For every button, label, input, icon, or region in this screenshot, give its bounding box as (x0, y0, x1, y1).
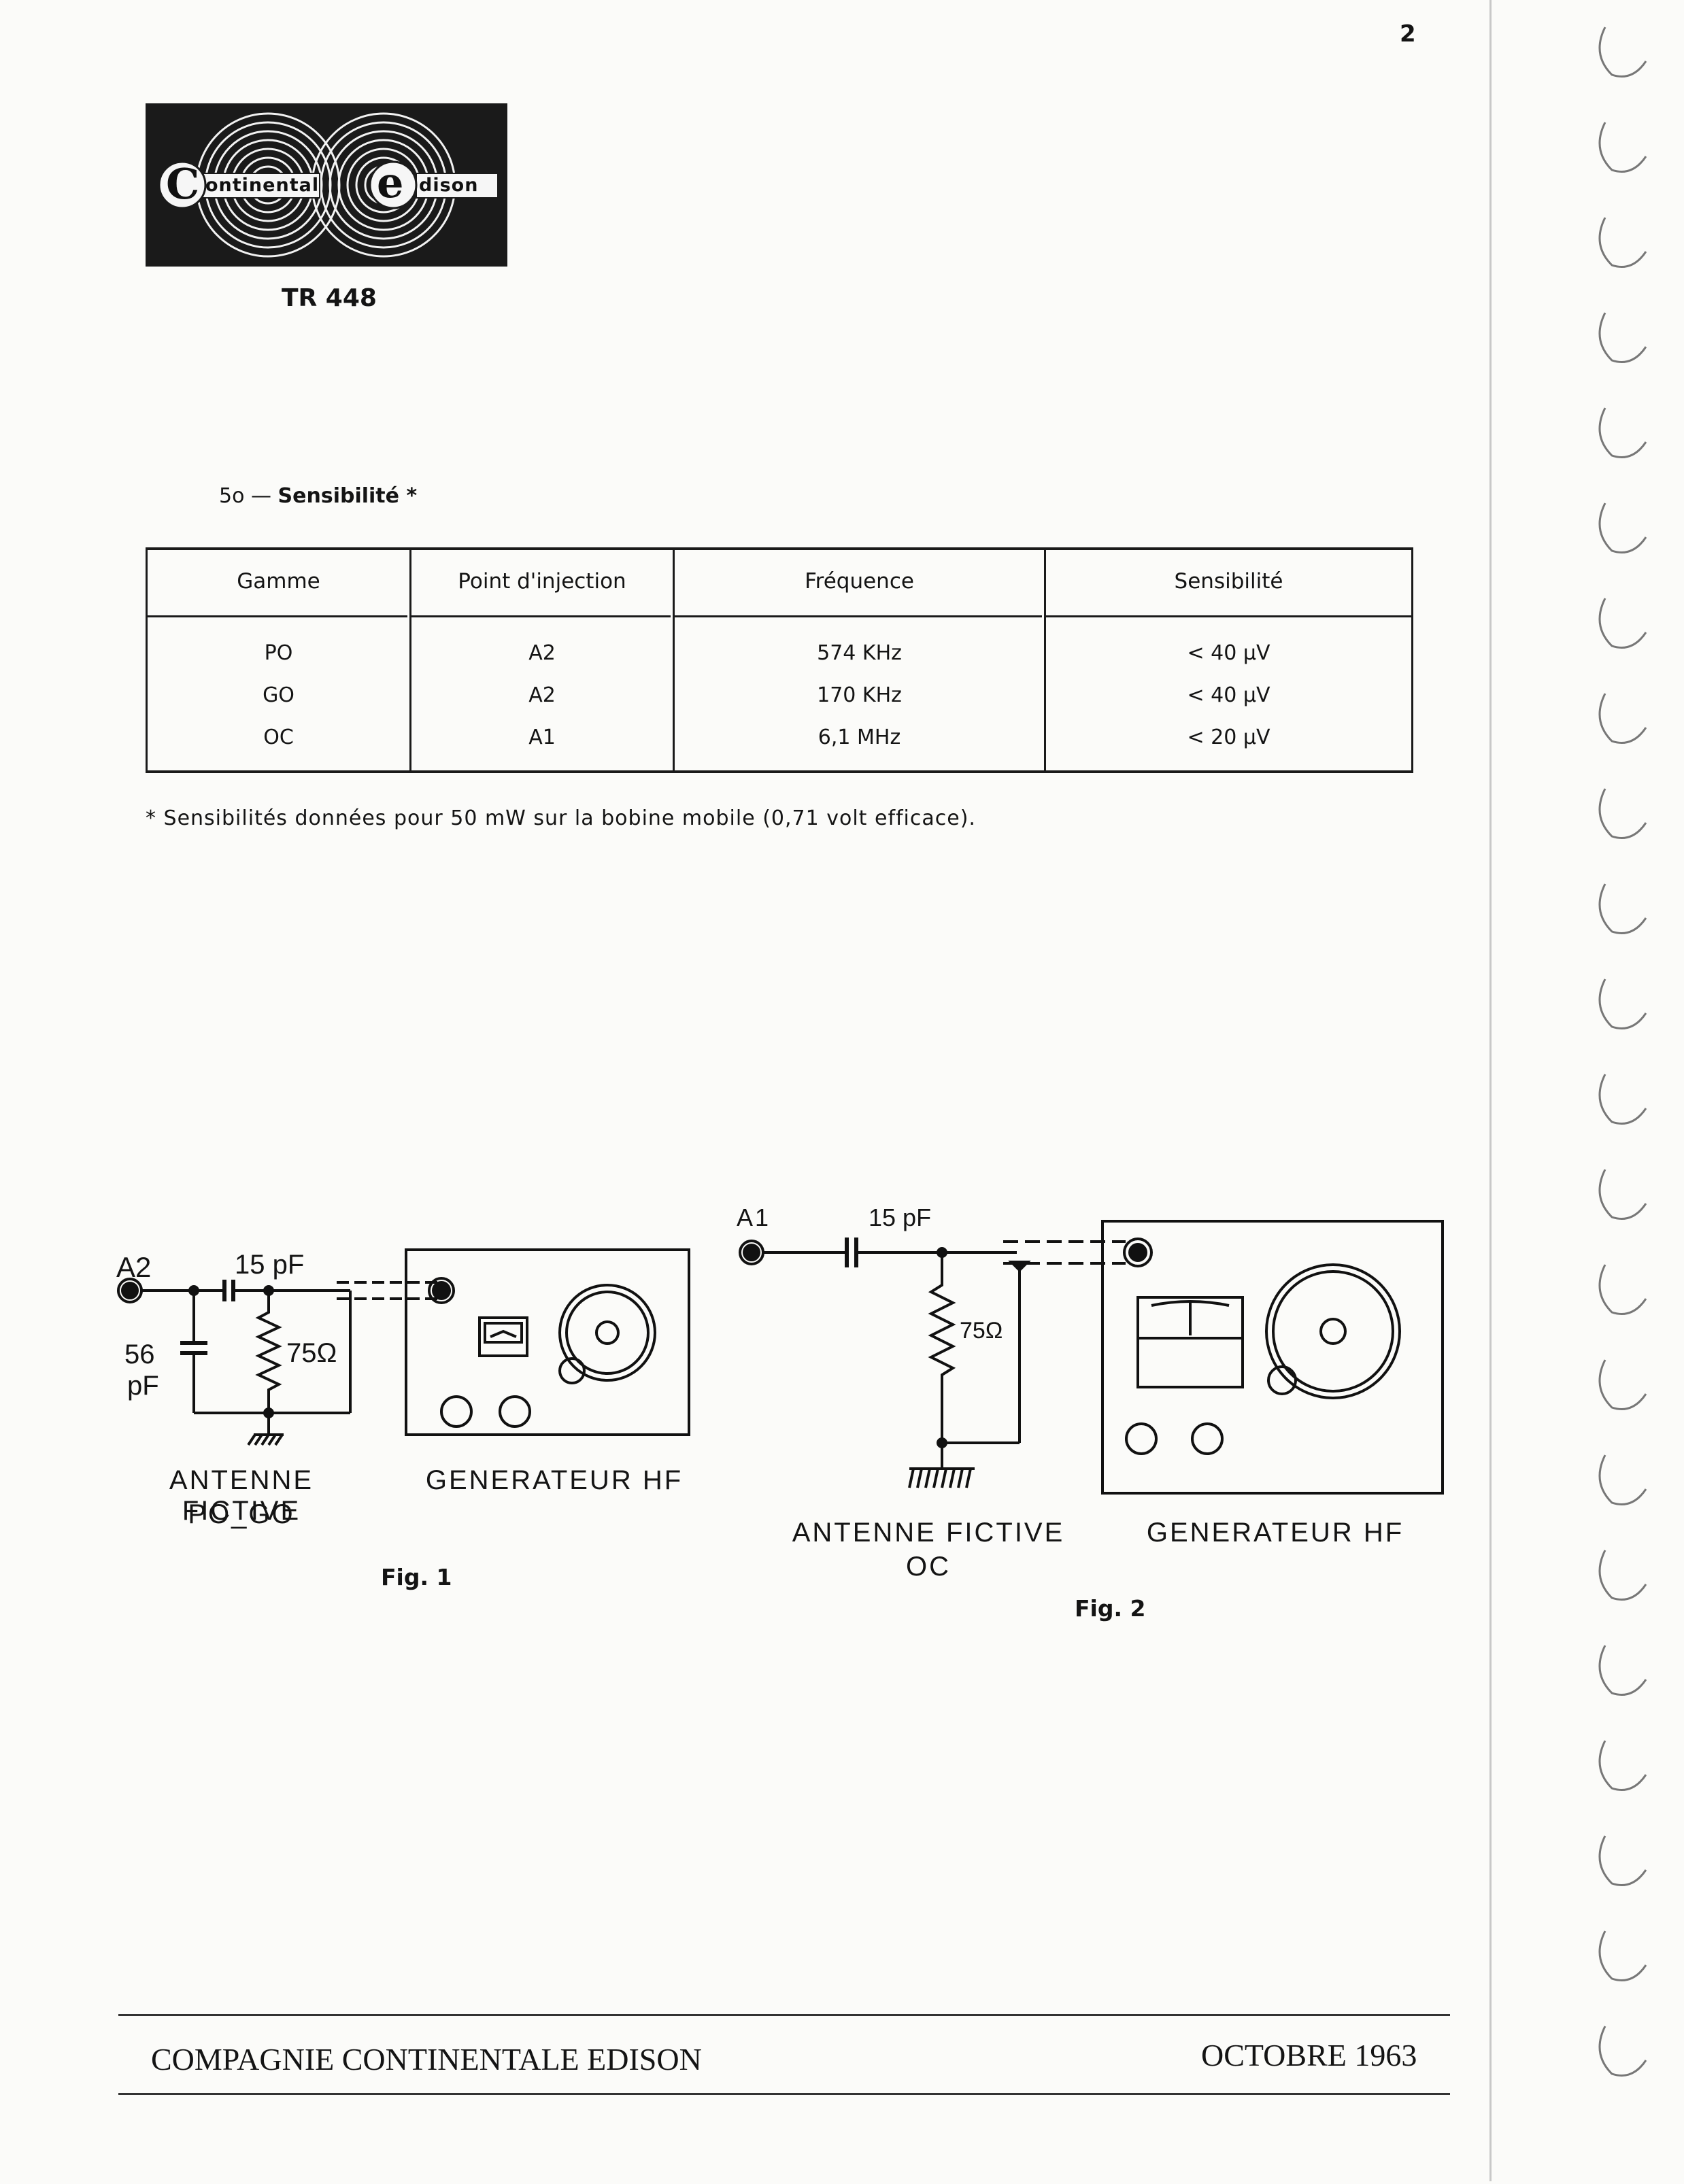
table-cell: PO (264, 641, 293, 665)
fig2-generator-label: GENERATEUR HF (1146, 1518, 1404, 1548)
table-cell: 6,1 MHz (818, 726, 901, 749)
figure-2-circuit: A1 15 pF 75Ω ANTENNE FICTIVE OC GENERATE… (731, 1183, 1466, 1584)
binding-hole (1598, 788, 1647, 839)
binding-holes (1585, 0, 1684, 2181)
figure-2-label: Fig. 2 (1075, 1595, 1146, 1622)
fig2-resistor-75: 75Ω (960, 1318, 1003, 1344)
binding-hole (1598, 1359, 1647, 1410)
logo-initial-e: e (377, 158, 404, 207)
table-cell: < 40 µV (1187, 641, 1270, 665)
table-cell: GO (263, 683, 294, 707)
footer-rule-top (118, 2014, 1450, 2016)
fig1-antenna-sublabel: PO_GO (188, 1499, 295, 1529)
fig2-antenna-label: ANTENNE FICTIVE (792, 1518, 1065, 1548)
binding-hole (1598, 312, 1647, 363)
binding-hole (1598, 1169, 1647, 1220)
binding-hole (1598, 978, 1647, 1029)
section-title: 5o — Sensibilité * (219, 484, 417, 508)
fig2-antenna-sublabel: OC (906, 1552, 951, 1582)
binding-hole (1598, 1550, 1647, 1601)
fig1-capacitor-56: 56 (124, 1340, 155, 1369)
logo-initial-c: C (166, 159, 200, 209)
binding-hole (1598, 1454, 1647, 1505)
table-cell: 574 KHz (817, 641, 902, 665)
logo-text-right: dison (419, 175, 479, 196)
footer-date: OCTOBRE 1963 (1201, 2038, 1417, 2072)
table-cell: A1 (528, 726, 556, 749)
binding-hole (1598, 1074, 1647, 1125)
fig2-node-a1: A1 (737, 1204, 771, 1231)
binding-hole (1598, 27, 1647, 78)
binding-hole (1598, 598, 1647, 649)
header-sensibilite: Sensibilité (1174, 569, 1283, 594)
table-cell: < 20 µV (1187, 726, 1270, 749)
figure-2-schematic (739, 1220, 1444, 1495)
table-cell: < 40 µV (1187, 683, 1270, 707)
table-cell: A2 (528, 641, 556, 665)
figure-1-schematic (117, 1248, 690, 1446)
fig1-capacitor-15pf: 15 pF (235, 1250, 305, 1280)
section-label: Sensibilité * (277, 484, 418, 508)
table-cell: OC (263, 726, 294, 749)
fig1-node-a2: A2 (116, 1251, 152, 1283)
model-number: TR 448 (282, 284, 377, 312)
binding-hole (1598, 1835, 1647, 1886)
fig1-resistor-75: 75Ω (286, 1338, 337, 1368)
fig2-capacitor-15pf: 15 pF (869, 1204, 932, 1231)
page-number: 2 (1400, 20, 1416, 48)
page-edge (1489, 0, 1492, 2181)
fig1-antenna-label: ANTENNE FICTIVE (169, 1465, 314, 1526)
binding-hole (1598, 1264, 1647, 1315)
logo-text-left: ontinental (205, 175, 320, 196)
binding-hole (1598, 883, 1647, 934)
header-frequence: Fréquence (805, 569, 914, 594)
figure-1-circuit: A2 15 pF 56 pF 75Ω ANTENNE FICTIVE PO_GO… (112, 1238, 704, 1550)
sensitivity-table: Gamme Point d'injection Fréquence Sensib… (146, 547, 1413, 773)
header-point-injection: Point d'injection (458, 569, 626, 594)
footnote: * Sensibilités données pour 50 mW sur la… (146, 806, 976, 830)
header-gamme: Gamme (237, 569, 320, 594)
table-cell: A2 (528, 683, 556, 707)
binding-hole (1598, 407, 1647, 458)
fig1-generator-label: GENERATEUR HF (425, 1465, 684, 1495)
footer-rule-bottom (118, 2093, 1450, 2095)
section-number: 5o — (219, 484, 271, 508)
footer-company: COMPAGNIE CONTINENTALE EDISON (151, 2042, 702, 2077)
binding-hole (1598, 1645, 1647, 1696)
binding-hole (1598, 1740, 1647, 1791)
continental-edison-logo: C ontinental e dison (146, 103, 507, 267)
table-cell: 170 KHz (817, 683, 902, 707)
binding-hole (1598, 1930, 1647, 1981)
binding-hole (1598, 217, 1647, 268)
fig1-capacitor-unit: pF (127, 1371, 159, 1401)
figure-1-label: Fig. 1 (381, 1564, 452, 1590)
binding-hole (1598, 502, 1647, 553)
binding-hole (1598, 2026, 1647, 2077)
binding-hole (1598, 122, 1647, 173)
binding-hole (1598, 693, 1647, 744)
